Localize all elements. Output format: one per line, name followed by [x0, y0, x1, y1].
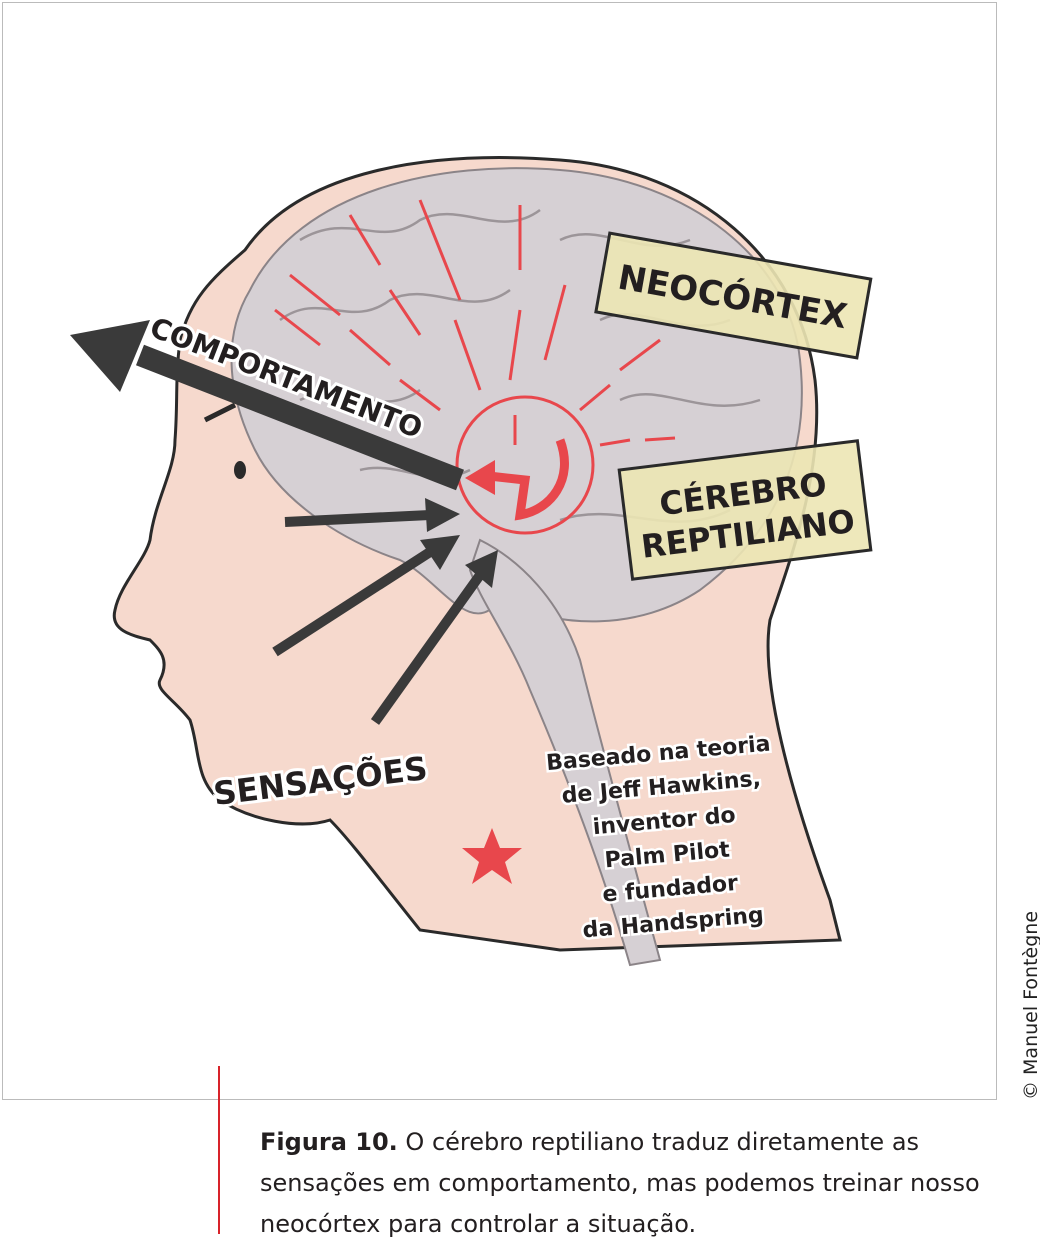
- reptilian-label-box: CÉREBRO REPTILIANO: [617, 439, 873, 581]
- pain-star-icon: [462, 828, 522, 884]
- brainstem: [468, 538, 662, 967]
- neocortex-arrows: [274, 199, 676, 447]
- head-brain-illustration: NEOCÓRTEX CÉREBRO REPTILIANO COMPORTAMEN…: [70, 156, 873, 967]
- eyebrow: [203, 402, 237, 423]
- caption-accent-line: [218, 1066, 220, 1234]
- reptilian-circle: [455, 395, 595, 535]
- sensation-arrows: [272, 498, 498, 725]
- behavior-arrow: [70, 320, 465, 491]
- loop-arrow: [479, 438, 569, 521]
- caption-text: O cérebro reptiliano traduz diretamente …: [260, 1128, 980, 1238]
- photo-credit: © Manuel Fontègne: [1020, 910, 1040, 1100]
- eye: [234, 461, 246, 479]
- caption-label: Figura 10.: [260, 1128, 398, 1156]
- figure-caption: Figura 10. O cérebro reptiliano traduz d…: [260, 1122, 1020, 1245]
- loop-arrowhead: [465, 460, 495, 495]
